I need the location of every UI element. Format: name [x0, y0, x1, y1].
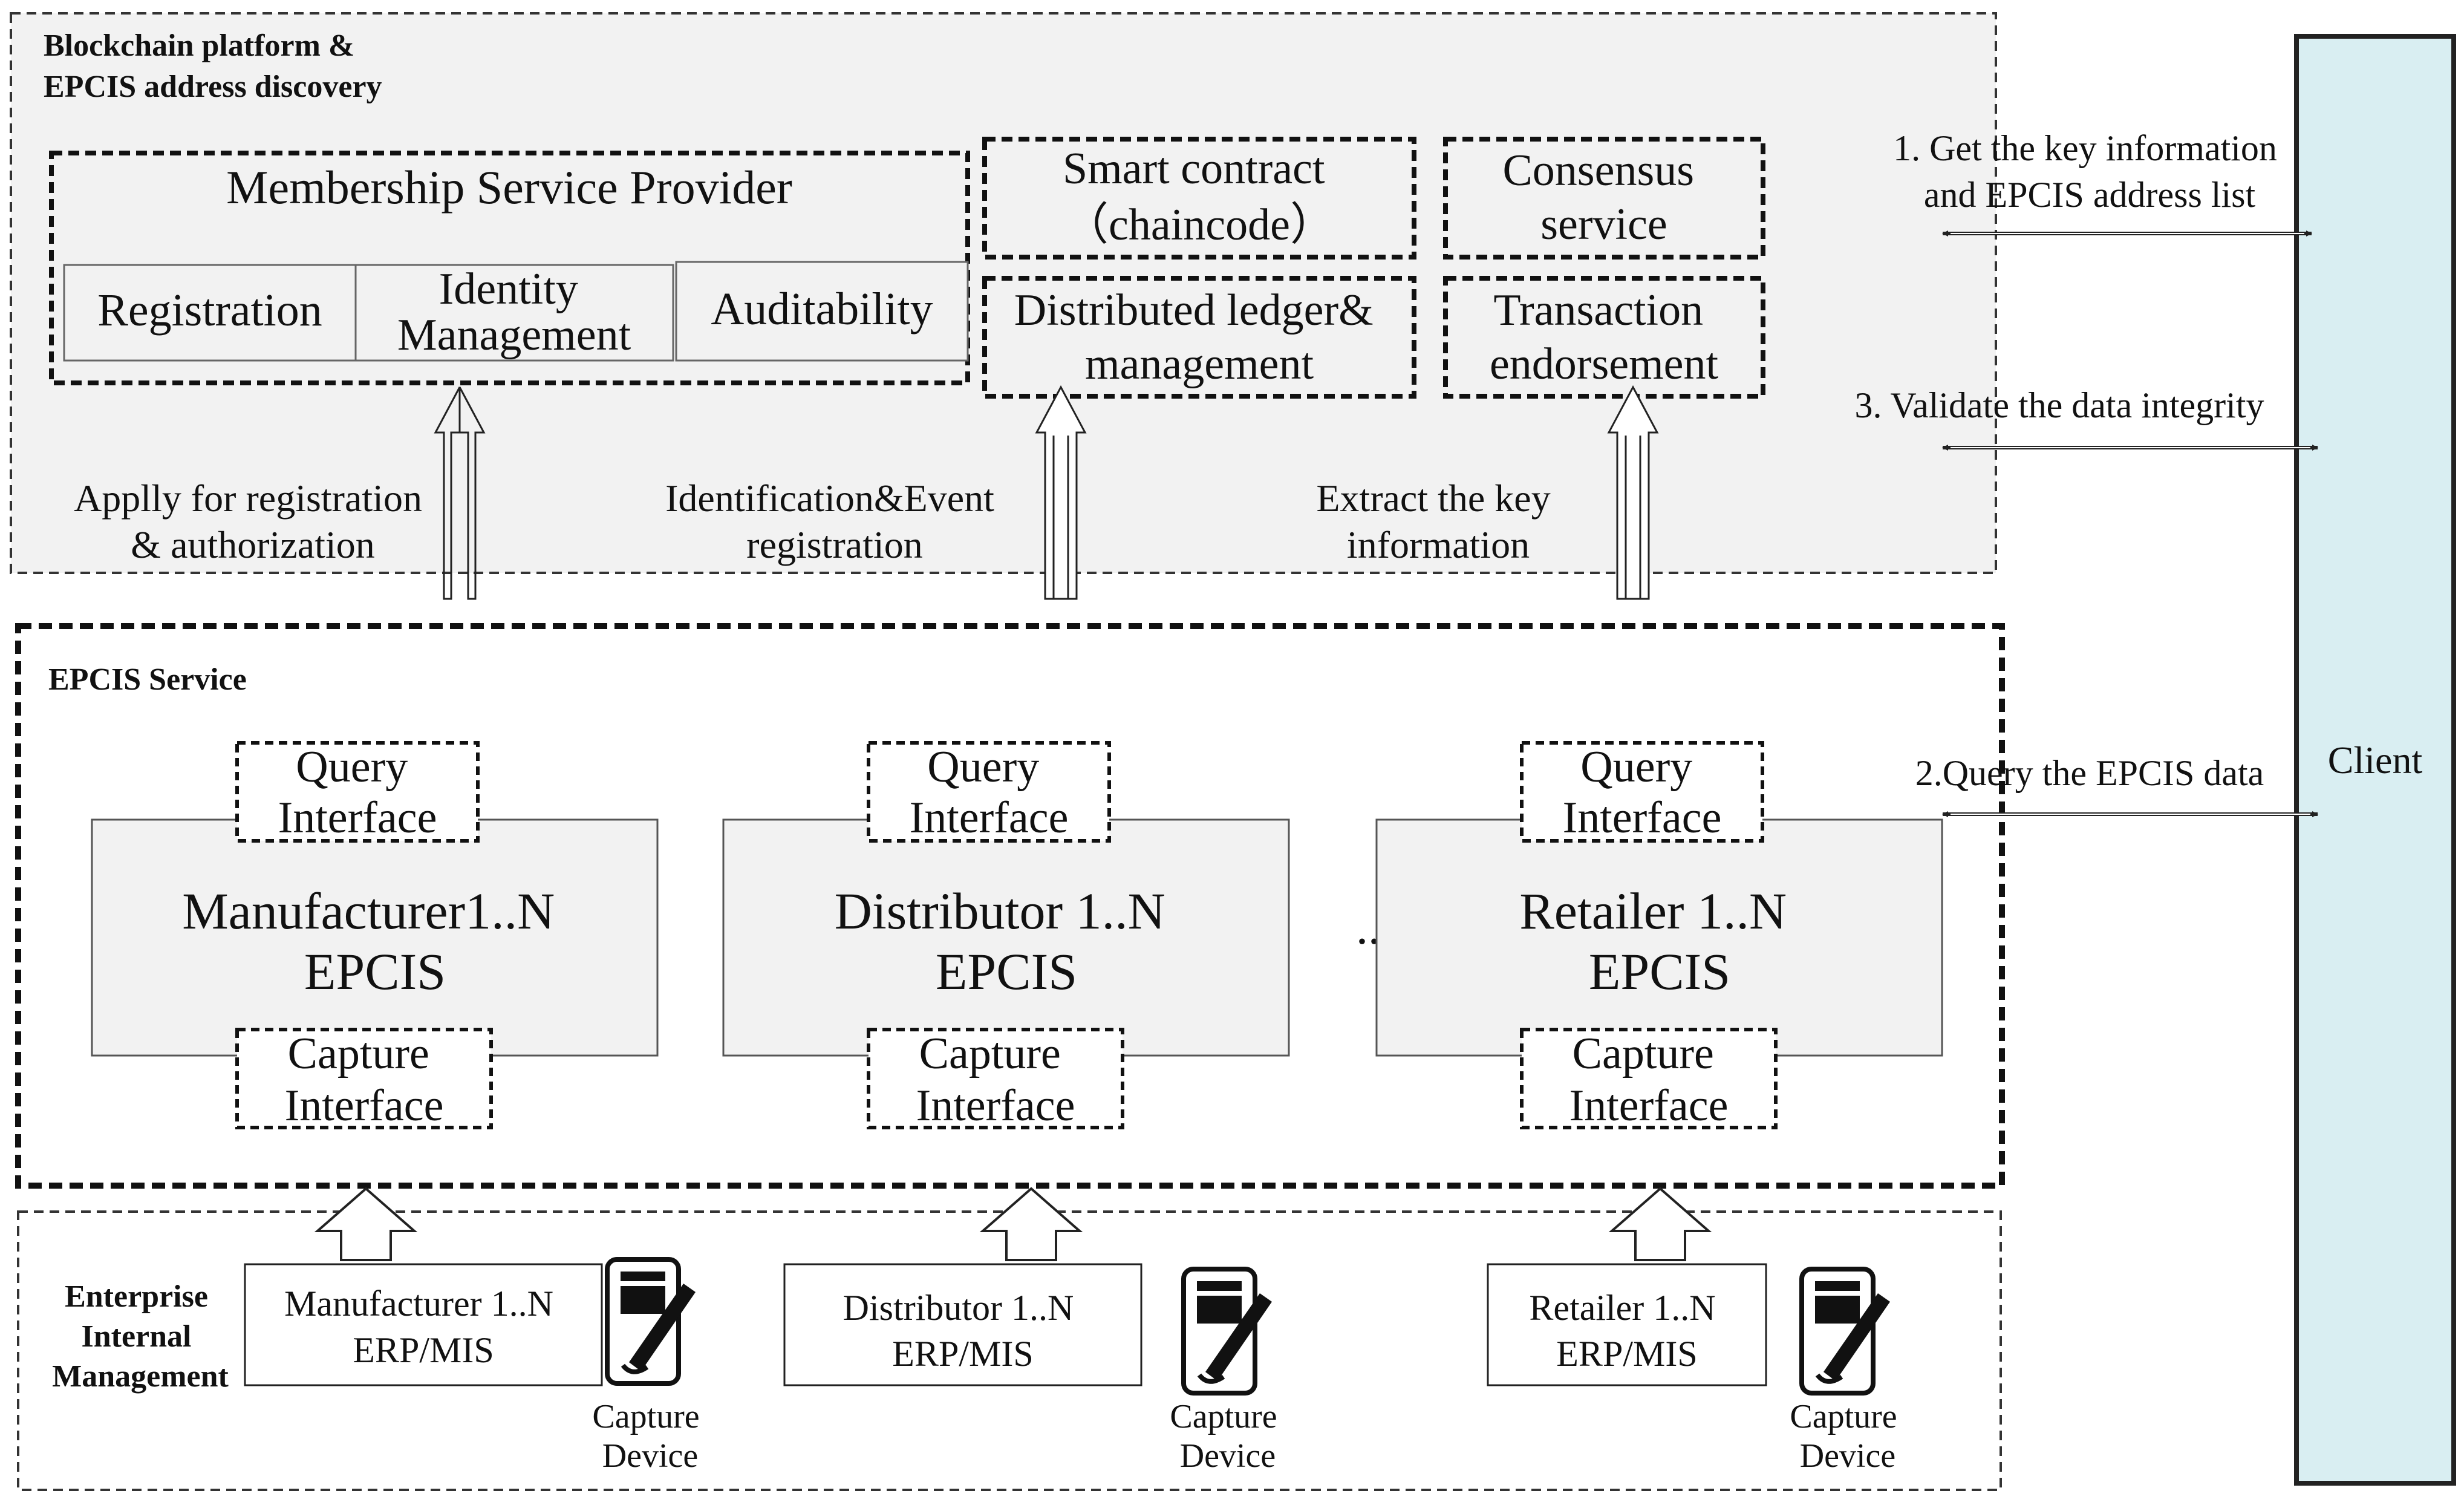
distributor-erp-label: Distributor 1..N ERP/MIS: [843, 1288, 1083, 1374]
up-arrow-extract-key-info: [1607, 385, 1659, 600]
identification-event-label: Identification&Event registration: [665, 477, 1004, 566]
distributor-erp-box: Distributor 1..N ERP/MIS: [783, 1263, 1142, 1386]
distributor-epcis-node: Distributor 1..N EPCIS Query Interface C…: [722, 741, 1290, 1131]
capture-device-icon-2: [1181, 1267, 1272, 1396]
distributor-capture-interface: Capture Interface: [916, 1029, 1075, 1131]
capture-device-label-3: Capture Device: [1790, 1398, 1905, 1475]
step2-label: 2.Query the EPCIS data: [1915, 753, 2264, 793]
transaction-endorsement-box: Transaction endorsement: [1443, 276, 1765, 399]
capture-device-icon-1: [605, 1257, 696, 1386]
blockchain-panel-title: Blockchain platform & EPCIS address disc…: [44, 28, 382, 104]
retailer-query-interface: Query Interface: [1563, 742, 1722, 843]
up-arrow-retailer-capture: [1608, 1187, 1712, 1261]
client-label: Client: [2328, 739, 2423, 782]
msp-auditability-box: Auditability: [675, 261, 969, 362]
smart-contract-label: Smart contract （chaincode）: [1063, 144, 1336, 250]
up-arrow-distributor-capture: [979, 1187, 1083, 1261]
blockchain-platform-panel: Blockchain platform & EPCIS address disc…: [10, 12, 1997, 574]
manufacturer-epcis-node: Manufacturer1..N EPCIS Query Interface C…: [91, 741, 659, 1131]
step2-arrow: 2.Query the EPCIS data: [1915, 753, 2318, 817]
apply-registration-label: Applly for registration & authorization: [74, 477, 432, 566]
step1-arrow: 1. Get the key information and EPCIS add…: [1893, 128, 2312, 237]
capture-device-label-2: Capture Device: [1170, 1398, 1285, 1475]
msp-registration-box: Registration: [63, 264, 357, 362]
distributor-epcis-label: Distributor 1..N EPCIS: [835, 882, 1179, 1001]
distributor-query-interface: Query Interface: [910, 742, 1069, 843]
client-column: Client: [2294, 34, 2456, 1486]
consensus-service-label: Consensus service: [1502, 146, 1705, 249]
up-arrow-manufacturer-capture: [314, 1187, 418, 1261]
msp-title: Membership Service Provider: [226, 161, 792, 214]
up-arrow-apply-registration: [434, 387, 486, 600]
up-arrow-identification-event: [1035, 385, 1087, 600]
manufacturer-capture-interface: Capture Interface: [285, 1029, 444, 1131]
msp-identity-management-label: Identity Management: [397, 264, 631, 360]
msp-identity-management-box: Identity Management: [354, 264, 674, 362]
distributed-ledger-box: Distributed ledger& management: [982, 276, 1416, 399]
epcis-service-title: EPCIS Service: [48, 662, 247, 697]
enterprise-panel-title: Enterprise Internal Management: [52, 1279, 229, 1394]
capture-device-icon-3: [1799, 1267, 1890, 1396]
retailer-epcis-label: Retailer 1..N EPCIS: [1519, 882, 1799, 1001]
manufacturer-erp-label: Manufacturer 1..N ERP/MIS: [284, 1284, 562, 1370]
msp-registration-label: Registration: [97, 285, 322, 336]
step3-arrow: 3. Validate the data integrity: [1854, 385, 2318, 451]
msp-auditability-label: Auditability: [711, 284, 933, 335]
manufacturer-erp-box: Manufacturer 1..N ERP/MIS: [244, 1263, 603, 1386]
smart-contract-box: Smart contract （chaincode）: [982, 137, 1416, 260]
membership-service-provider: Membership Service Provider Registration…: [49, 151, 970, 385]
retailer-epcis-node: Retailer 1..N EPCIS Query Interface Capt…: [1375, 741, 1943, 1131]
step3-label: 3. Validate the data integrity: [1854, 385, 2264, 425]
retailer-erp-label: Retailer 1..N ERP/MIS: [1529, 1288, 1724, 1374]
manufacturer-epcis-label: Manufacturer1..N EPCIS: [182, 882, 568, 1001]
distributed-ledger-label: Distributed ledger& management: [1014, 286, 1384, 389]
epcis-service-panel: EPCIS Service Manufacturer1..N EPCIS Que…: [15, 623, 2005, 1189]
transaction-endorsement-label: Transaction endorsement: [1490, 286, 1719, 389]
retailer-capture-interface: Capture Interface: [1569, 1029, 1729, 1131]
consensus-service-box: Consensus service: [1443, 137, 1765, 260]
retailer-erp-box: Retailer 1..N ERP/MIS: [1487, 1263, 1767, 1386]
capture-device-label-1: Capture Device: [592, 1398, 708, 1475]
step1-label: 1. Get the key information and EPCIS add…: [1893, 128, 2286, 215]
enterprise-panel: Enterprise Internal Management Manufactu…: [17, 1187, 2002, 1491]
extract-key-info-label: Extract the key information: [1316, 477, 1560, 566]
manufacturer-query-interface: Query Interface: [278, 742, 437, 843]
